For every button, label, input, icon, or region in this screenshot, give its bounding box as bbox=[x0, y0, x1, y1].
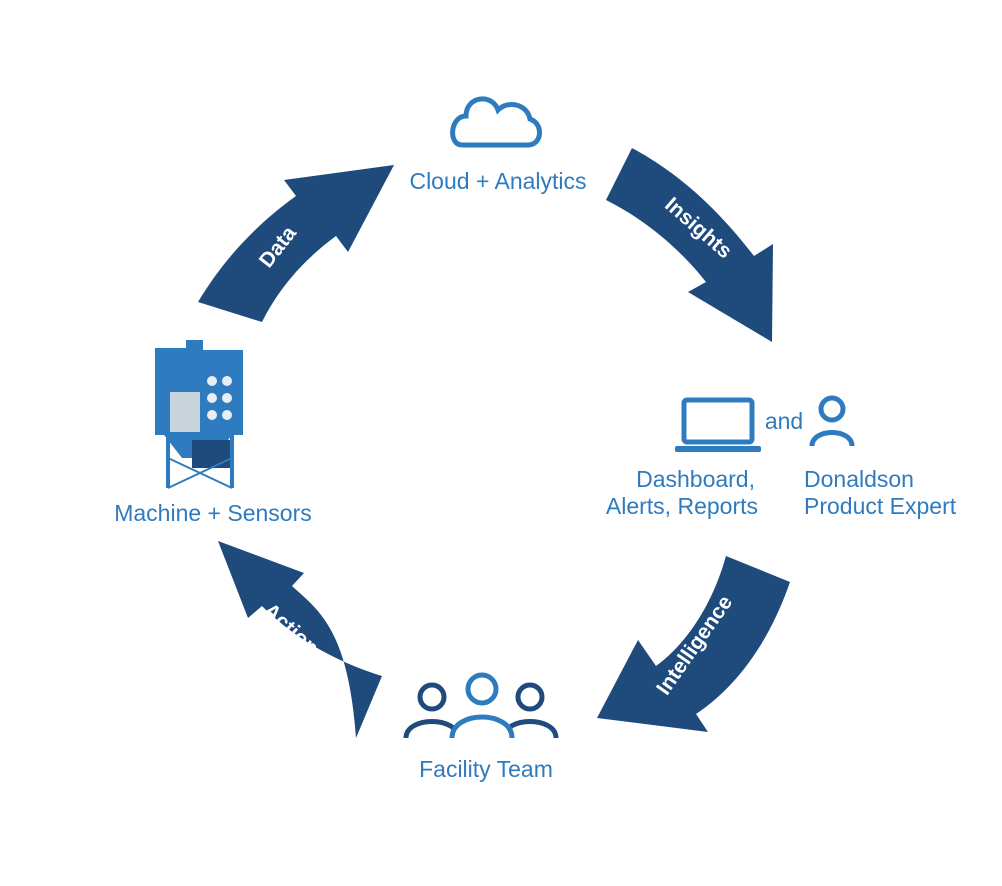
people-group-icon bbox=[403, 672, 559, 739]
laptop-icon bbox=[675, 397, 761, 452]
and-connector-label: and bbox=[765, 408, 803, 434]
cloud-analytics-node: Cloud + Analytics bbox=[409, 96, 587, 194]
actions-arrow-shape bbox=[218, 541, 382, 738]
product-expert-label-line1: Donaldson bbox=[804, 466, 914, 492]
actions-arrow: Actions bbox=[218, 541, 382, 738]
product-expert-node: Donaldson Product Expert bbox=[804, 395, 957, 519]
data-arrow-shape bbox=[198, 165, 394, 322]
insights-arrow: Insights bbox=[606, 148, 773, 342]
person-icon bbox=[809, 395, 855, 447]
intelligence-arrow: Intelligence bbox=[597, 556, 790, 732]
facility-team-node: Facility Team bbox=[403, 672, 559, 782]
cloud-icon bbox=[450, 96, 542, 148]
dashboard-node: Dashboard, Alerts, Reports bbox=[606, 397, 761, 519]
machine-sensors-label: Machine + Sensors bbox=[114, 500, 312, 526]
facility-team-label: Facility Team bbox=[419, 756, 553, 782]
dashboard-label-line1: Dashboard, bbox=[636, 466, 755, 492]
machine-sensors-node: Machine + Sensors bbox=[114, 340, 312, 526]
data-arrow: Data bbox=[198, 165, 394, 322]
intelligence-arrow-shape bbox=[597, 556, 790, 732]
cloud-analytics-label: Cloud + Analytics bbox=[409, 168, 586, 194]
dashboard-label-line2: Alerts, Reports bbox=[606, 493, 758, 519]
insights-arrow-shape bbox=[606, 148, 773, 342]
product-expert-label-line2: Product Expert bbox=[804, 493, 957, 519]
dust-collector-icon bbox=[155, 340, 243, 489]
